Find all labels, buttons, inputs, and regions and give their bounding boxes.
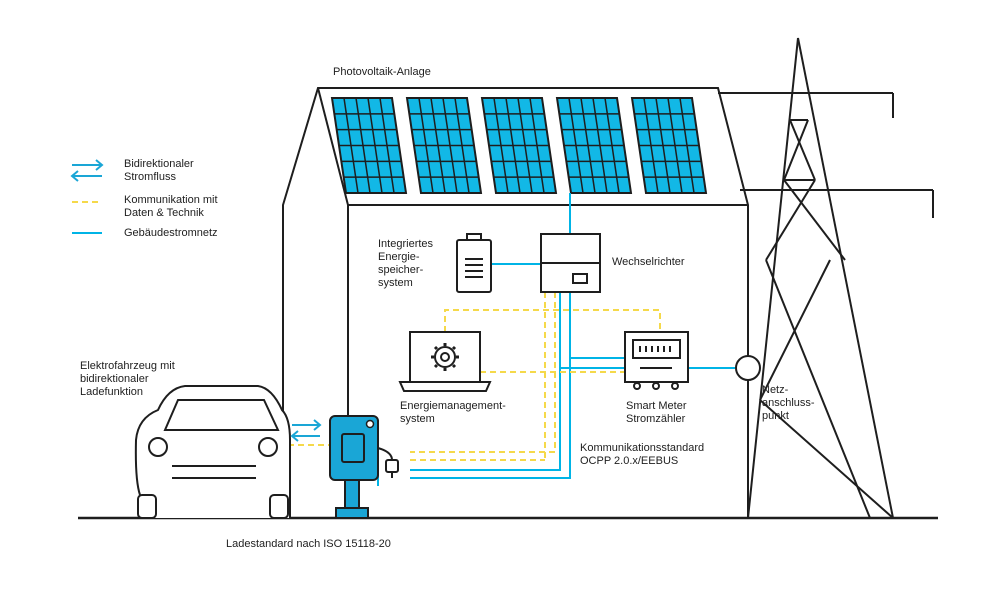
laptop-gear-icon [398, 331, 492, 392]
ems-label: Energiemanagement- system [400, 400, 506, 425]
solar-grid-line [442, 97, 458, 194]
charge-standard-label: Ladestandard nach ISO 15118-20 [226, 538, 391, 550]
solar-panels [330, 97, 708, 194]
legend-label-bidirectional: Bidirektionaler Stromfluss [124, 158, 194, 183]
grid-connection-point [735, 355, 761, 381]
electric-car-icon [134, 385, 291, 519]
solar-grid-line [430, 97, 446, 194]
charging-station-icon [329, 415, 399, 519]
storage-label: Integriertes Energie- speicher- system [378, 238, 434, 289]
legend-label-building-grid: Gebäudestromnetz [124, 227, 218, 239]
solar-grid-line [493, 97, 509, 194]
bidirectional-arrows-icon [290, 419, 322, 442]
solar-grid-line [679, 97, 695, 194]
solar-grid-line [505, 97, 521, 194]
comm-standard-label: Kommunikationsstandard OCPP 2.0.x/EEBUS [580, 442, 705, 467]
solar-grid-line [604, 97, 620, 194]
inverter-icon [540, 233, 601, 293]
solar-grid-line [355, 97, 371, 194]
solar-grid-line [655, 97, 671, 194]
solar-grid-line [667, 97, 683, 194]
solar-grid-line [643, 97, 659, 194]
grid-point-label: Netz- anschluss- punkt [762, 384, 815, 422]
building-grid-lines [377, 193, 735, 486]
battery-storage-icon [456, 233, 492, 293]
solar-grid-line [529, 97, 545, 194]
legend-bidirectional-arrows-icon [70, 159, 104, 182]
solar-grid-line [580, 97, 596, 194]
solar-grid-line [367, 97, 383, 194]
communication-lines [288, 292, 661, 461]
meter-label: Smart Meter Stromzähler [626, 400, 687, 425]
solar-grid-line [592, 97, 608, 194]
solar-grid-line [517, 97, 533, 194]
transmission-tower-icon [718, 37, 934, 519]
solar-grid-line [343, 97, 359, 194]
solar-grid-line [379, 97, 395, 194]
legend-label-communication: Kommunikation mit Daten & Technik [124, 194, 218, 219]
solar-grid-line [418, 97, 434, 194]
smart-meter-icon [624, 331, 689, 390]
pv-label: Photovoltaik-Anlage [333, 66, 431, 78]
solar-grid-line [454, 97, 470, 194]
ev-label: Elektrofahrzeug mit bidirektionaler Lade… [80, 360, 175, 398]
inverter-label: Wechselrichter [612, 256, 685, 268]
solar-grid-line [568, 97, 584, 194]
